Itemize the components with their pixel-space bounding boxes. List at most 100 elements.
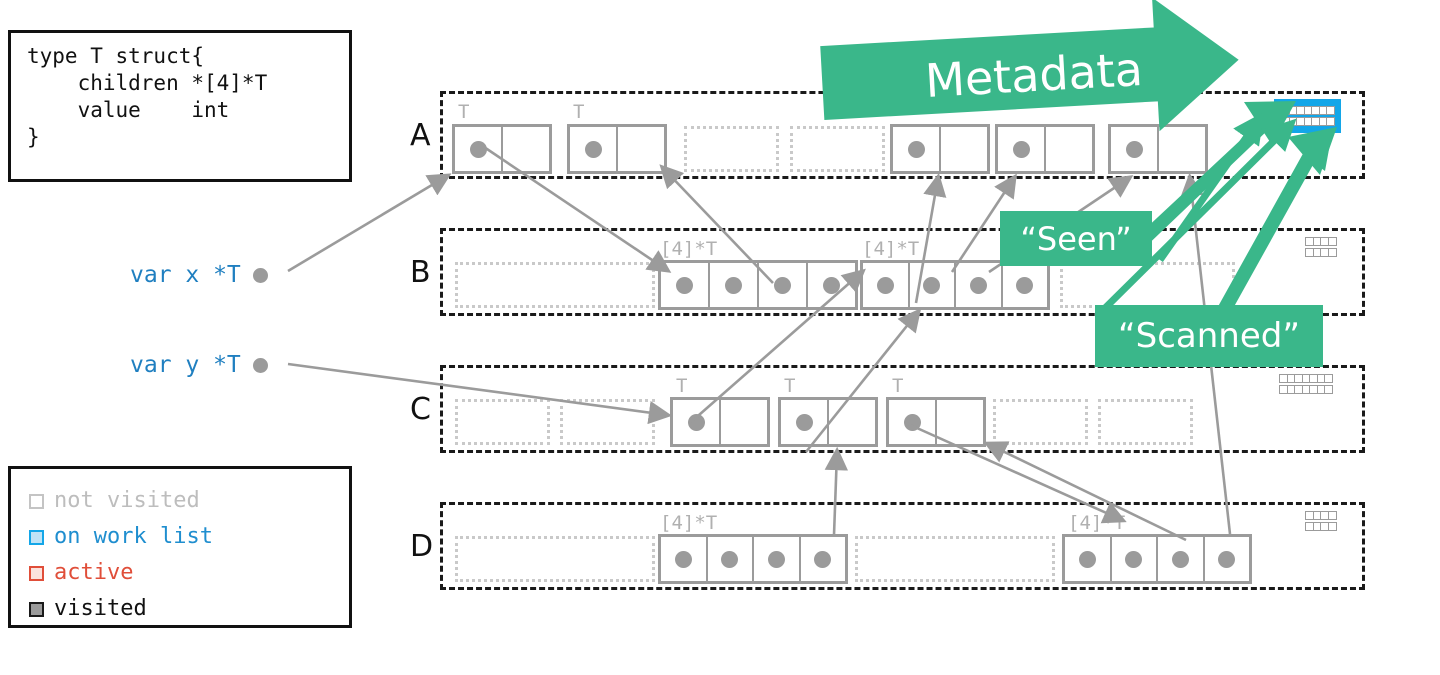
metadata-bitmap-row [1305,511,1337,520]
metadata-bitmap-b[interactable] [1305,237,1337,257]
object-a3-cell-0 [893,127,941,171]
pointer-dot [823,276,840,294]
metadata-bitmap-row [1279,385,1333,394]
metadata-bitmap-d[interactable] [1305,511,1337,531]
metadata-bitmap-cell [1327,237,1337,246]
var-x-pointer-dot [252,267,268,283]
object-a1[interactable] [452,124,552,174]
pointer-dot [876,276,894,294]
pointer-dot [1012,140,1030,158]
row-label-b: B [410,255,431,290]
var-x-label: var x *T [130,262,268,288]
object-c3-cell-1 [937,400,983,444]
metadata-bitmap-cell [1327,248,1337,257]
array-b2[interactable] [860,260,1050,310]
pointer-dot [907,140,925,158]
object-c2-cell-1 [829,400,875,444]
object-a1-cell-1 [503,127,549,171]
array-d2-cell-1 [1112,537,1158,581]
legend-item-not-visited: not visited [29,483,349,519]
array-d1-cell-2 [754,537,801,581]
array-b2-cell-0 [863,263,910,307]
var-y-text: var y *T [130,352,241,378]
metadata-bitmap-cell [1327,511,1337,520]
object-a5-cell-0 [1111,127,1159,171]
object-a2-cell-1 [618,127,664,171]
legend-swatch-visited [29,601,44,617]
object-a4[interactable] [995,124,1095,174]
array-b1[interactable] [658,260,858,310]
legend-label-visited: visited [54,596,147,621]
metadata-bitmap-a[interactable] [1274,99,1341,133]
pointer-dot [1125,550,1143,568]
pointer-dot [795,413,813,431]
free-slot-b1 [455,262,655,308]
legend-item-visited: visited [29,591,349,627]
array-d2-cell-3 [1205,537,1250,581]
legend-label-not-visited: not visited [54,488,200,513]
legend-item-on-work-list: on work list [29,519,349,555]
metadata-bitmap-row [1279,374,1333,383]
free-slot-b2 [1060,262,1235,308]
legend-label-active: active [54,560,134,585]
metadata-bitmap-c[interactable] [1279,374,1333,394]
free-slot-c2 [560,399,655,445]
object-a3-cell-1 [941,127,987,171]
legend-swatch-active [29,565,44,581]
pointer-dot [725,276,742,294]
free-slot-a2 [790,126,885,172]
var-y-pointer-dot [252,357,268,373]
array-d1-cell-0 [661,537,708,581]
object-a3[interactable] [890,124,990,174]
object-c2-cell-0 [781,400,829,444]
metadata-bitmap-row [1305,237,1337,246]
metadata-bitmap-row [1281,106,1335,115]
array-b1-cell-1 [710,263,759,307]
struct-definition-box: type T struct{ children *[4]*T value int… [8,30,352,182]
row-label-a: A [410,118,431,153]
pointer-dot [674,550,692,568]
free-slot-d1 [455,536,655,582]
object-a2[interactable] [567,124,667,174]
metadata-bitmap-row [1281,117,1335,126]
free-slot-a1 [684,126,779,172]
object-c2[interactable] [778,397,878,447]
metadata-bitmap-row [1305,522,1337,531]
row-a-type-label-2: T [573,101,585,123]
object-c1-cell-0 [673,400,721,444]
row-c-type-label-1: T [676,375,688,397]
array-d2[interactable] [1062,534,1252,584]
object-c3[interactable] [886,397,986,447]
pointer-dot [814,550,832,568]
pointer-dot [767,550,785,568]
pointer-dot [1125,140,1143,158]
row-label-d: D [410,529,434,564]
row-a-type-label-1: T [458,101,470,123]
array-d1-cell-1 [708,537,754,581]
pointer-dot [469,140,487,158]
object-a5[interactable] [1108,124,1208,174]
var-y-label: var y *T [130,352,268,378]
metadata-bitmap-cell [1327,522,1337,531]
legend-swatch-not-visited [29,493,44,509]
metadata-bitmap-row [1305,248,1337,257]
legend-item-active: active [29,555,349,591]
free-slot-c3 [993,399,1088,445]
row-d-type-label-2: [4]*T [1068,512,1126,534]
scanned-callout: “Scanned” [1095,305,1323,367]
pointer-dot [687,413,705,431]
free-slot-c4 [1098,399,1193,445]
row-b-type-label-2: [4]*T [862,238,920,260]
array-b2-cell-2 [956,263,1003,307]
pointer-dot [903,413,921,431]
object-a1-cell-0 [455,127,503,171]
object-a4-cell-0 [998,127,1046,171]
pointer-dot [676,276,693,294]
array-d1[interactable] [658,534,848,584]
heap-span-d [440,502,1365,590]
pointer-dot [1218,550,1236,568]
metadata-bitmap-cell [1324,374,1333,383]
array-b2-cell-3 [1003,263,1048,307]
object-c1[interactable] [670,397,770,447]
array-b1-cell-3 [808,263,855,307]
